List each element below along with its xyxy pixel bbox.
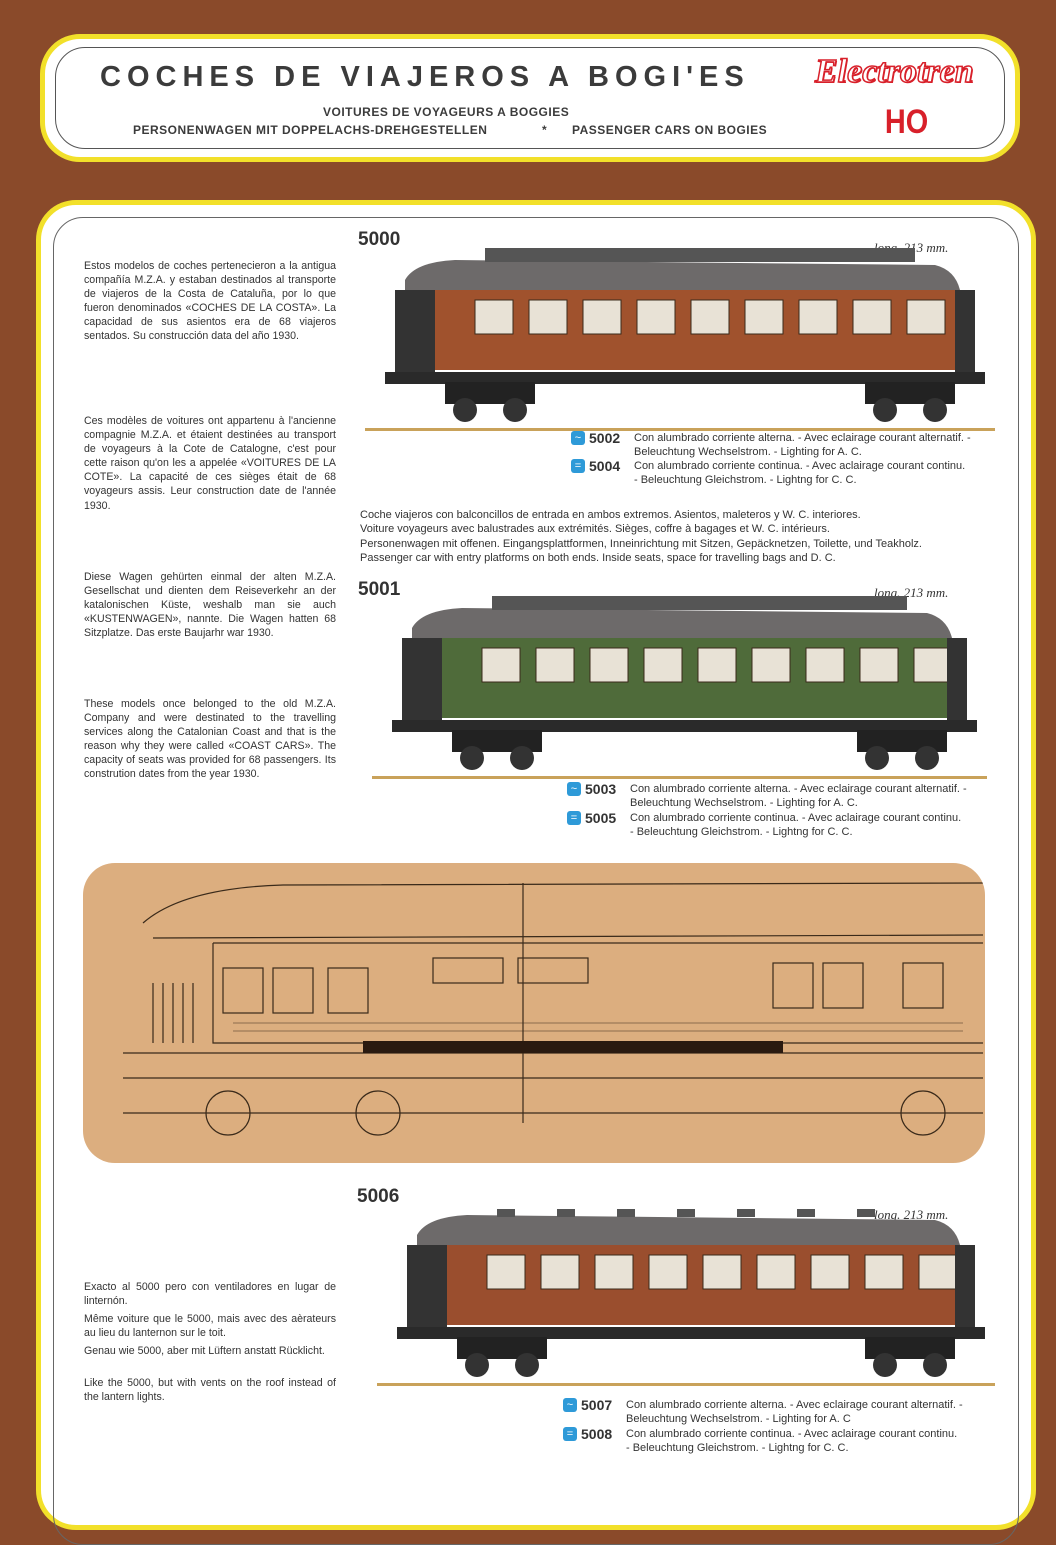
scale-label: HO xyxy=(884,103,929,141)
ac-icon: ~ xyxy=(571,431,585,445)
variant-row: = 5008 Con alumbrado corriente continua. -… xyxy=(563,1427,963,1455)
description-en: Passenger car with entry platforms on bo… xyxy=(360,551,836,564)
subtitle-de: PERSONENWAGEN MIT DOPPELACHS-DREHGESTELL… xyxy=(133,123,488,137)
description-es: Coche viajeros con balconcillos de entra… xyxy=(360,509,861,521)
train-image-5006 xyxy=(377,1209,995,1386)
variant-text: Con alumbrado corriente alterna. - Avec … xyxy=(634,432,971,458)
intro-de: Diese Wagen gehürten einmal der alten M.… xyxy=(84,571,336,640)
train-image-5001 xyxy=(372,596,987,779)
description-fr: Voiture voyageurs avec balustrades aux e… xyxy=(360,523,830,536)
product-length: long. 213 mm. xyxy=(874,1207,949,1222)
train-image-5000 xyxy=(365,248,995,431)
subtitle-en: PASSENGER CARS ON BOGIES xyxy=(572,123,768,137)
intro-es: Estos modelos de coches pertenecieron a … xyxy=(84,260,336,343)
subtitle-fr: VOITURES DE VOYAGEURS A BOGGIES xyxy=(323,105,570,119)
header-banner: COCHES DE VIAJEROS A BOGI'ES VOITURES DE… xyxy=(40,34,1020,162)
variant-text: Con alumbrado corriente alterna. - Avec … xyxy=(626,1399,963,1425)
page-title: COCHES DE VIAJEROS A BOGI'ES xyxy=(100,61,750,93)
variant-row: ~5002 Con alumbrado corriente alterna. - … xyxy=(571,431,971,459)
blueprint-drawing xyxy=(83,863,985,1163)
variant-code: 5003 xyxy=(585,781,617,797)
variant-row: ~5007 Con alumbrado corriente alterna. - … xyxy=(563,1398,963,1426)
intro-en: These models once belonged to the old M.… xyxy=(84,698,336,781)
variant-note-es: Exacto al 5000 pero con ventiladores en … xyxy=(84,1281,336,1308)
product-code: 5001 xyxy=(358,579,401,600)
blueprint-lines xyxy=(123,882,984,1136)
subtitle-separator: * xyxy=(542,123,548,137)
product-code: 5000 xyxy=(358,229,401,250)
dc-icon: = xyxy=(563,1427,577,1441)
ac-icon: ~ xyxy=(563,1398,577,1412)
description-de: Personenwagen mit offenen. Eingangsplatt… xyxy=(360,537,922,550)
dc-icon: = xyxy=(567,811,581,825)
variant-row: = 5004 Con alumbrado corriente continua. -… xyxy=(571,459,971,487)
intro-fr: Ces modèles de voitures ont appartenu à … xyxy=(84,415,336,512)
variant-code: 5007 xyxy=(581,1397,613,1413)
ac-icon: ~ xyxy=(567,782,581,796)
variant-note-de: Genau wie 5000, aber mit Lüftern anstatt… xyxy=(84,1345,325,1357)
variant-note-fr: Même voiture que le 5000, mais avec des … xyxy=(84,1313,336,1340)
variant-text: Con alumbrado corriente alterna. - Avec … xyxy=(630,783,967,809)
variant-text: Con alumbrado corriente continua. - Avec… xyxy=(634,460,966,486)
variant-row: = 5005 Con alumbrado corriente continua. -… xyxy=(567,811,967,839)
variant-text: Con alumbrado corriente continua. - Avec… xyxy=(626,1428,958,1454)
header-frame xyxy=(55,47,1005,149)
variant-note-en: Like the 5000, but with vents on the roo… xyxy=(84,1377,336,1404)
variant-row: ~5003 Con alumbrado corriente alterna. - … xyxy=(567,782,967,810)
variant-code: 5005 xyxy=(585,810,617,826)
brand-logo: Electrotren xyxy=(814,52,974,91)
variant-text: Con alumbrado corriente continua. - Avec… xyxy=(630,812,962,838)
dc-icon: = xyxy=(571,459,585,473)
variant-code: 5008 xyxy=(581,1426,613,1442)
product-description: Coche viajeros con balconcillos de entra… xyxy=(360,508,922,565)
product-code: 5006 xyxy=(357,1186,400,1207)
variant-code: 5002 xyxy=(589,430,621,446)
variant-code: 5004 xyxy=(589,458,621,474)
